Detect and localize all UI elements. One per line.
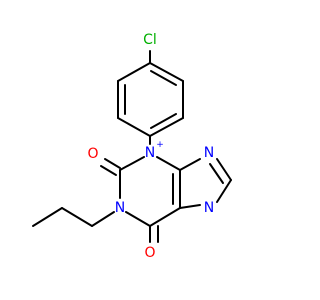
bond-n-top-c8 xyxy=(216,158,232,181)
bond-ring-a3 xyxy=(149,117,184,137)
lower-carbonyl-oxygen-label: O xyxy=(144,245,155,261)
bond-ring-a1-inner xyxy=(150,70,177,86)
bond-c6-c5 xyxy=(149,207,181,227)
bond-propyl-middle xyxy=(61,207,93,227)
bond-c8-n-bottom xyxy=(216,179,232,203)
cationic-nitrogen-label: N xyxy=(145,145,155,161)
bond-c4-n-top xyxy=(179,158,201,171)
bonds xyxy=(32,50,232,243)
bond-ring-a1 xyxy=(149,62,184,82)
bond-ring-a6 xyxy=(117,62,151,82)
bond-n1-c6 xyxy=(125,211,151,227)
bond-c4-n3 xyxy=(156,156,181,171)
positive-charge-label: + xyxy=(156,140,164,150)
bond-n-top-c8-double xyxy=(209,163,224,184)
bond-n3-c2 xyxy=(119,156,145,171)
atom-labels: Cl N + O N O N N xyxy=(87,32,214,261)
bond-c2-o-double xyxy=(100,165,117,176)
bond-ring-a3-inner xyxy=(150,113,177,129)
imidazole-top-nitrogen-label: N xyxy=(204,145,214,161)
imidazole-bottom-nitrogen-label: N xyxy=(204,200,214,216)
bond-c2-o xyxy=(104,158,121,169)
bond-propyl-end xyxy=(32,207,63,227)
chlorine-label: Cl xyxy=(143,32,157,48)
bond-ring-a4 xyxy=(117,117,151,137)
bond-n1-propyl xyxy=(91,211,115,227)
propyl-nitrogen-label: N xyxy=(115,200,125,216)
upper-carbonyl-oxygen-label: O xyxy=(87,146,98,162)
structure-diagram: Cl N + O N O N N xyxy=(32,32,232,261)
bond-n-bottom-c5 xyxy=(179,204,201,209)
